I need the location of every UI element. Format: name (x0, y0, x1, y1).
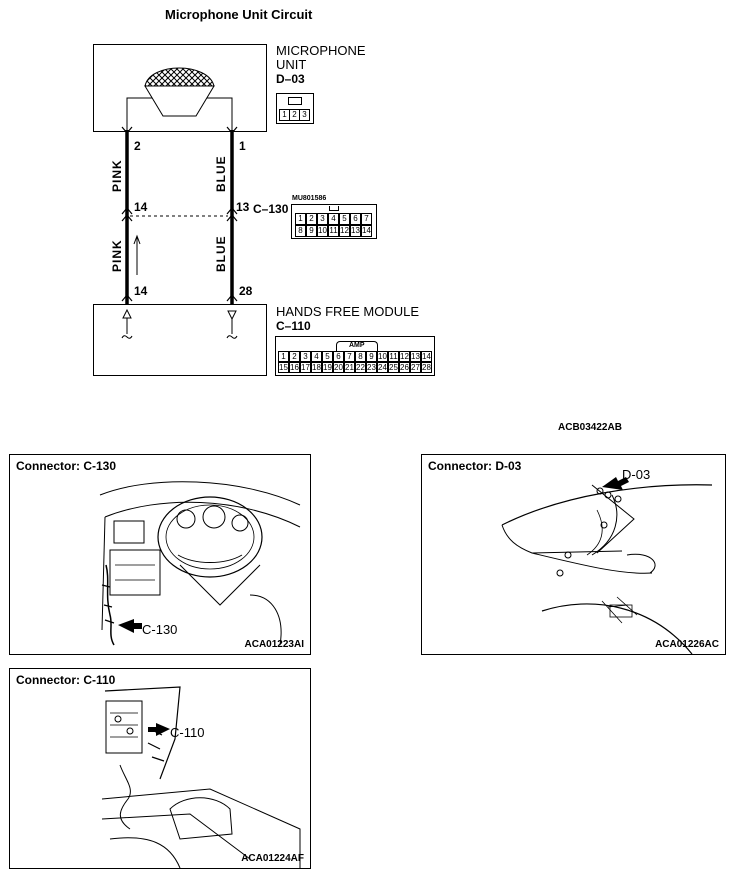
connector-pin: 21 (344, 362, 355, 373)
panel-figure-code: ACA01223AI (244, 639, 304, 650)
connector-pin: 11 (388, 351, 399, 362)
connector-pin: 4 (311, 351, 322, 362)
c130-part-number: MU801586 (292, 195, 327, 202)
left-wire-color-top: PINK (110, 159, 124, 192)
connector-pin: 2 (306, 213, 317, 225)
hands-free-module-name: HANDS FREE MODULE (276, 304, 420, 319)
connector-pin: 17 (300, 362, 311, 373)
connector-callout: C-110 (170, 725, 205, 740)
pin-number: 2 (134, 139, 141, 153)
figure-code: ACB03422AB (558, 422, 622, 433)
connector-callout: D-03 (622, 467, 651, 482)
center-console-illustration (101, 686, 301, 868)
connector-pin: 25 (388, 362, 399, 373)
diagram-title: Microphone Unit Circuit (165, 7, 313, 22)
connector-pin: 7 (361, 213, 372, 225)
connector-pin: 5 (322, 351, 333, 362)
connector-pin: 4 (328, 213, 339, 225)
pin-number: 1 (239, 139, 246, 153)
mic-unit-connector-label: D–03 (276, 72, 305, 86)
roof-console-illustration (501, 477, 713, 654)
panel-title: Connector: C-130 (16, 459, 117, 473)
connector-pin: 8 (355, 351, 366, 362)
pin-number: 14 (134, 200, 148, 214)
connector-pin: 24 (377, 362, 388, 373)
hands-free-module-box (93, 304, 267, 376)
connector-pin: 10 (377, 351, 388, 362)
pin-number: 13 (236, 200, 250, 214)
connector-pin: 9 (306, 225, 317, 237)
connector-callout: C-130 (142, 622, 178, 637)
pin-number: 28 (239, 284, 253, 298)
connector-pin: 16 (289, 362, 300, 373)
connector-pin: 3 (317, 213, 328, 225)
panel-connector-c130: Connector: C-130 C-130 ACA01223AI (9, 454, 311, 655)
connector-pin: 2 (289, 351, 300, 362)
connector-pin: 8 (295, 225, 306, 237)
mic-unit-name-line1: MICROPHONE (276, 43, 366, 58)
c110-connector-label: C–110 (276, 319, 311, 333)
connector-pin: 1 (278, 351, 289, 362)
panel-connector-d03: Connector: D-03 D-03 ACA01226AC (421, 454, 726, 655)
connector-pin: 27 (410, 362, 421, 373)
panel-connector-c110: Connector: C-110 C-110 ACA01224AF (9, 668, 311, 869)
c130-connector-label: C–130 (253, 202, 289, 216)
connector-pin: 12 (339, 225, 350, 237)
panel-figure-code: ACA01224AF (241, 853, 304, 864)
connector-pin: 26 (399, 362, 410, 373)
left-wire-color-bottom: PINK (110, 239, 124, 272)
panel-figure-code: ACA01226AC (655, 639, 719, 650)
connector-pin: 5 (339, 213, 350, 225)
connector-pin: 19 (322, 362, 333, 373)
connector-pin: 22 (355, 362, 366, 373)
connector-pin: 14 (361, 225, 372, 237)
connector-pin: 13 (410, 351, 421, 362)
connector-pin: 23 (366, 362, 377, 373)
connector-pin: 28 (421, 362, 432, 373)
connector-pin: 11 (328, 225, 339, 237)
connector-pin: 14 (421, 351, 432, 362)
wiring-schematic (121, 67, 238, 339)
pin-number: 14 (134, 284, 148, 298)
mic-unit-name-line2: UNIT (276, 57, 307, 72)
connector-pin: 20 (333, 362, 344, 373)
connector-pin: 6 (350, 213, 361, 225)
panel-title: Connector: D-03 (428, 459, 522, 473)
d03-connector-face: 1 2 3 (276, 93, 314, 124)
right-wire-color-top: BLUE (214, 155, 228, 192)
connector-pin: 10 (317, 225, 328, 237)
connector-pin: 3 (300, 351, 311, 362)
connector-pin: 18 (311, 362, 322, 373)
dashboard-illustration (99, 481, 301, 646)
c110-amp-tag: AMP (349, 342, 365, 349)
panel-title: Connector: C-110 (16, 673, 116, 687)
connector-pin: 13 (350, 225, 361, 237)
connector-pin: 7 (344, 351, 355, 362)
right-wire-color-bottom: BLUE (214, 235, 228, 272)
connector-pin: 9 (366, 351, 377, 362)
connector-pin: 1 (295, 213, 306, 225)
connector-pin: 6 (333, 351, 344, 362)
connector-pin: 15 (278, 362, 289, 373)
connector-pin: 12 (399, 351, 410, 362)
d03-pin: 3 (299, 109, 310, 121)
